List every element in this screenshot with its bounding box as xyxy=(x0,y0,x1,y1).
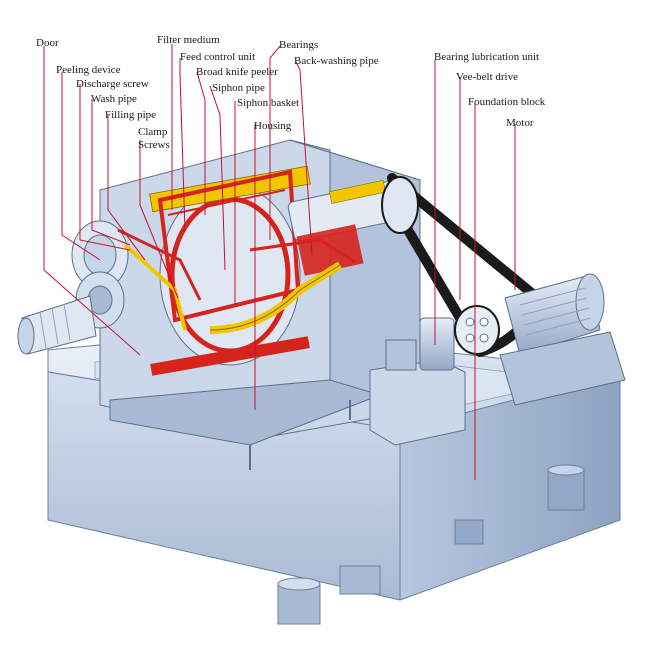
label-discharge-screw: Discharge screw xyxy=(76,78,149,90)
back-washing-pipe xyxy=(249,238,356,264)
bearing-lubrication-unit xyxy=(369,317,466,446)
label-motor: Motor xyxy=(506,117,534,129)
label-peeling-device: Peeling device xyxy=(56,64,121,76)
labels: Door Peeling device Discharge screw Wash… xyxy=(36,34,546,151)
leader-clamp-screws xyxy=(139,140,179,299)
door xyxy=(71,220,129,329)
label-bearing-lubrication-unit: Bearing lubrication unit xyxy=(434,51,539,63)
label-vee-belt-drive: Vee-belt drive xyxy=(456,71,518,83)
bearings xyxy=(287,178,413,276)
label-back-washing-pipe: Back-washing pipe xyxy=(294,55,379,67)
wash-pipe xyxy=(117,228,202,301)
leader-siphon-pipe xyxy=(209,85,226,271)
leader-bearings xyxy=(269,45,281,240)
label-housing: Housing xyxy=(254,120,292,132)
label-screws: Screws xyxy=(138,139,170,151)
label-filter-medium: Filter medium xyxy=(157,34,220,46)
label-siphon-basket: Siphon basket xyxy=(237,97,299,109)
leader-door xyxy=(43,46,141,356)
leader-wash-pipe xyxy=(91,99,131,246)
label-foundation-block: Foundation block xyxy=(468,96,546,108)
label-siphon-pipe: Siphon pipe xyxy=(212,82,265,94)
label-wash-pipe: Wash pipe xyxy=(91,93,137,105)
motor xyxy=(499,273,626,406)
label-door: Door xyxy=(36,37,59,49)
label-feed-control-unit: Feed control unit xyxy=(180,51,255,63)
label-broad-knife-peeler: Broad knife peeler xyxy=(196,66,278,78)
leader-back-washing-pipe xyxy=(295,61,313,256)
label-bearings: Bearings xyxy=(279,39,318,51)
leader-peeling-device xyxy=(61,72,101,261)
leader-broad-knife-peeler xyxy=(196,71,206,215)
leader-lines xyxy=(43,44,516,480)
leader-discharge-screw xyxy=(79,84,131,251)
label-filling-pipe: Filling pipe xyxy=(105,109,156,121)
discharge-screw xyxy=(17,295,97,355)
siphon-pipe xyxy=(209,261,343,334)
leader-filling-pipe xyxy=(107,115,146,261)
label-clamp: Clamp xyxy=(138,126,168,138)
leader-feed-control-unit xyxy=(179,58,186,231)
